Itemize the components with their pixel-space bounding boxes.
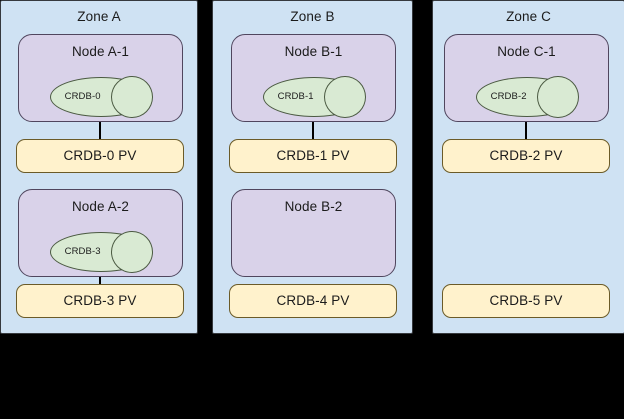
node-panel-b-1[interactable]: Node B-1 CRDB-1 (231, 34, 396, 122)
pv-label-crdb-0: CRDB-0 PV (63, 148, 137, 163)
node-title-c-1: Node C-1 (497, 44, 556, 59)
database-cylinder-crdb-0[interactable]: CRDB-0 (50, 76, 153, 118)
pv-label-crdb-2: CRDB-2 PV (489, 148, 563, 163)
database-label-crdb-1: CRDB-1 (277, 91, 314, 102)
zone-title-c: Zone C (506, 9, 551, 24)
connector-crdb-0-to-pv (99, 122, 101, 139)
database-cylinder-crdb-2[interactable]: CRDB-2 (476, 76, 579, 118)
database-label-crdb-0: CRDB-0 (64, 91, 101, 102)
cylinder-cap (111, 231, 153, 273)
node-title-a-2: Node A-2 (71, 199, 130, 214)
database-cylinder-crdb-1[interactable]: CRDB-1 (263, 76, 366, 118)
pv-box-crdb-3[interactable]: CRDB-3 PV (16, 284, 184, 318)
pv-box-crdb-4[interactable]: CRDB-4 PV (229, 284, 397, 318)
pv-label-crdb-1: CRDB-1 PV (276, 148, 350, 163)
node-panel-b-2[interactable]: Node B-2 (231, 189, 396, 277)
cylinder-cap (111, 76, 153, 118)
zone-title-b: Zone B (290, 9, 335, 24)
pv-box-crdb-1[interactable]: CRDB-1 PV (229, 139, 397, 173)
pv-box-crdb-0[interactable]: CRDB-0 PV (16, 139, 184, 173)
pv-label-crdb-3: CRDB-3 PV (63, 293, 137, 308)
zone-panel-b[interactable]: Zone B Node B-1 CRDB-1 CRDB-1 PV Node B-… (212, 0, 413, 334)
database-cylinder-crdb-3[interactable]: CRDB-3 (50, 231, 153, 273)
pv-box-crdb-2[interactable]: CRDB-2 PV (442, 139, 610, 173)
cylinder-cap (537, 76, 579, 118)
node-panel-a-2[interactable]: Node A-2 CRDB-3 (18, 189, 183, 277)
cylinder-cap (324, 76, 366, 118)
node-title-b-1: Node B-1 (284, 44, 343, 59)
zone-title-a: Zone A (77, 9, 121, 24)
node-title-b-2: Node B-2 (284, 199, 343, 214)
database-label-crdb-3: CRDB-3 (64, 246, 101, 257)
pv-box-crdb-5[interactable]: CRDB-5 PV (442, 284, 610, 318)
node-panel-c-1[interactable]: Node C-1 CRDB-2 (444, 34, 609, 122)
node-panel-a-1[interactable]: Node A-1 CRDB-0 (18, 34, 183, 122)
zone-panel-a[interactable]: Zone A Node A-1 CRDB-0 CRDB-0 PV Node A-… (0, 0, 198, 334)
node-title-a-1: Node A-1 (71, 44, 130, 59)
zone-panel-c[interactable]: Zone C Node C-1 CRDB-2 CRDB-2 PV CRDB-5 … (432, 0, 624, 334)
database-label-crdb-2: CRDB-2 (490, 91, 527, 102)
connector-crdb-2-to-pv (525, 122, 527, 139)
pv-label-crdb-5: CRDB-5 PV (489, 293, 563, 308)
pv-label-crdb-4: CRDB-4 PV (276, 293, 350, 308)
connector-crdb-1-to-pv (312, 122, 314, 139)
